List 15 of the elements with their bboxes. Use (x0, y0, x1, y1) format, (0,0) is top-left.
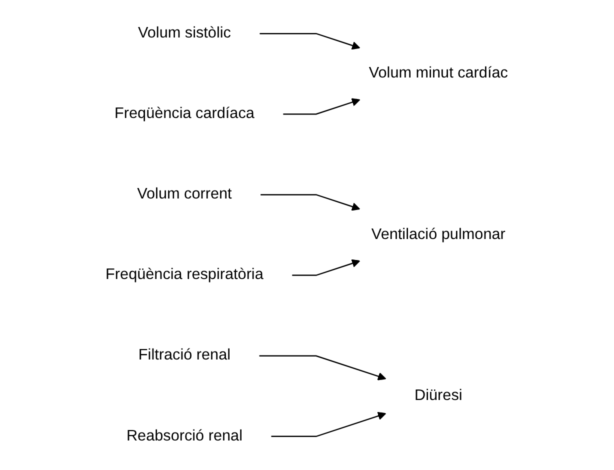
node-text: Freqüència cardíaca (114, 106, 255, 122)
arrow (292, 259, 360, 276)
node-text: Volum sistòlic (138, 24, 232, 42)
node-text: Volum minut cardíac (369, 65, 508, 82)
node-text: Reabsorció renal (126, 428, 243, 444)
arrow (260, 32, 360, 50)
node-text: Diüresi (414, 388, 463, 404)
node-text: Ventilació pulmonar (372, 226, 506, 243)
arrow (260, 355, 386, 380)
node-text: Volum corrent (137, 186, 232, 202)
node-text: Filtració renal (138, 347, 231, 364)
node-text: Freqüència respiratòria (106, 266, 264, 283)
arrow (272, 412, 386, 438)
arrow (283, 98, 360, 115)
arrow (260, 194, 360, 211)
